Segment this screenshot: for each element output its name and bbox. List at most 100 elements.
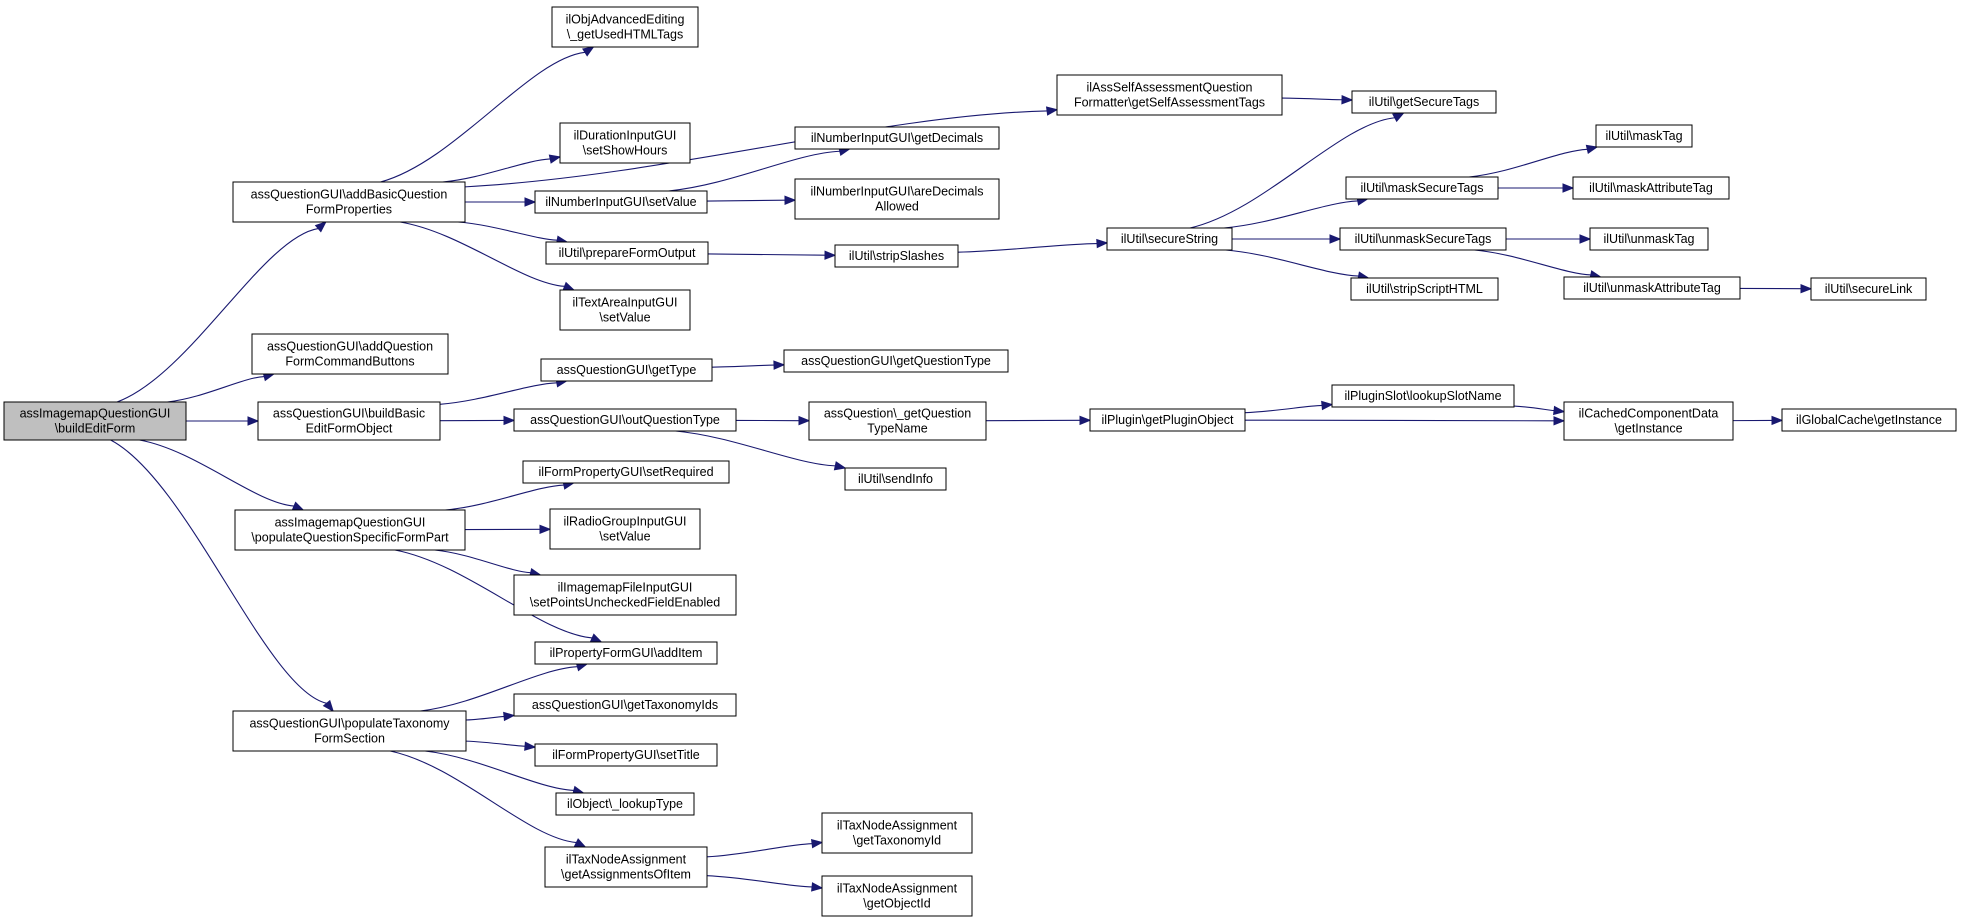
node-maskAttr[interactable]: ilUtil\maskAttributeTag	[1572, 176, 1730, 200]
edge-unmaskSecure-to-unmaskAttr	[1474, 249, 1602, 280]
node-unmaskSecure[interactable]: ilUtil\unmaskSecureTags	[1339, 227, 1507, 251]
node-taxIds[interactable]: assQuestionGUI\getTaxonomyIds	[513, 693, 737, 717]
node-getSecureTags[interactable]: ilUtil\getSecureTags	[1351, 90, 1497, 114]
node-label-line: ilPluginSlot\lookupSlotName	[1344, 389, 1501, 403]
edge-line	[1281, 97, 1343, 101]
node-objId[interactable]: ilTaxNodeAssignment\getObjectId	[821, 875, 973, 917]
node-lookupType[interactable]: ilObject\_lookupType	[555, 792, 695, 816]
node-addItem[interactable]: ilPropertyFormGUI\addItem	[534, 641, 718, 665]
node-radioSet[interactable]: ilRadioGroupInputGUI\setValue	[549, 508, 701, 550]
node-box	[545, 241, 709, 265]
node-popTax[interactable]: assQuestionGUI\populateTaxonomyFormSecti…	[232, 710, 467, 752]
node-box	[1331, 384, 1515, 408]
node-label-line: assQuestionGUI\populateTaxonomy	[249, 717, 450, 731]
node-box	[555, 792, 695, 816]
node-getType[interactable]: assQuestionGUI\getType	[540, 358, 713, 382]
edge-line	[442, 158, 551, 183]
edge-lookupSlot-to-cachedComp	[1513, 405, 1566, 416]
node-imagemapFile[interactable]: ilImagemapFileInputGUI\setPointsUnchecke…	[513, 574, 737, 616]
node-box	[1595, 124, 1693, 148]
node-outQType[interactable]: assQuestionGUI\outQuestionType	[513, 408, 737, 432]
edge-arrowhead	[247, 416, 260, 426]
node-getDecimals[interactable]: ilNumberInputGUI\getDecimals	[794, 126, 1000, 150]
edge-arrowhead	[810, 839, 824, 849]
edge-unmaskAttr-to-secureLink	[1739, 283, 1813, 294]
node-box	[232, 181, 466, 223]
node-box	[1563, 276, 1741, 300]
node-box	[1810, 277, 1927, 301]
node-taxId[interactable]: ilTaxNodeAssignment\getTaxonomyId	[821, 812, 973, 854]
node-label-line: ilTaxNodeAssignment	[837, 819, 958, 833]
node-box	[844, 467, 947, 491]
node-selfAssess[interactable]: ilAssSelfAssessmentQuestionFormatter\get…	[1056, 74, 1283, 116]
node-label-line: FormCommandButtons	[285, 355, 414, 369]
node-label-line: \setValue	[599, 311, 650, 325]
edge-arrowhead	[1553, 405, 1566, 416]
node-unmaskTag[interactable]: ilUtil\unmaskTag	[1589, 227, 1709, 251]
node-root[interactable]: assImagemapQuestionGUI\buildEditForm	[3, 401, 187, 441]
edge-qTypeName-to-pluginObj	[985, 415, 1092, 426]
node-textArea[interactable]: ilTextAreaInputGUI\setValue	[559, 289, 691, 331]
node-addBasic[interactable]: assQuestionGUI\addBasicQuestionFormPrope…	[232, 181, 466, 223]
edge-line	[706, 843, 813, 858]
node-box	[513, 693, 737, 717]
edge-line	[707, 253, 826, 256]
node-label-line: ilNumberInputGUI\areDecimals	[811, 185, 984, 199]
edge-unmaskSecure-to-unmaskTag	[1506, 234, 1592, 244]
node-cachedComp[interactable]: ilCachedComponentData\getInstance	[1563, 401, 1734, 441]
node-label-line: assImagemapQuestionGUI	[275, 516, 426, 530]
node-lookupSlot[interactable]: ilPluginSlot\lookupSlotName	[1331, 384, 1515, 408]
node-label-line: assQuestionGUI\outQuestionType	[530, 413, 720, 427]
edge-line	[420, 666, 578, 712]
edge-arrowhead	[1341, 94, 1354, 105]
node-pluginObj[interactable]: ilPlugin\getPluginObject	[1089, 408, 1246, 432]
node-secureString[interactable]: ilUtil\secureString	[1106, 227, 1233, 251]
edge-line	[116, 227, 319, 403]
node-usedHtml[interactable]: ilObjAdvancedEditing\_getUsedHTMLTags	[551, 6, 699, 48]
edge-line	[1225, 249, 1359, 277]
node-label-line: TypeName	[867, 422, 927, 436]
node-setTitle[interactable]: ilFormPropertyGUI\setTitle	[534, 743, 718, 767]
node-getQType[interactable]: assQuestionGUI\getQuestionType	[783, 349, 1009, 373]
node-box	[1339, 227, 1507, 251]
edge-maskSecure-to-maskTag	[1468, 144, 1599, 178]
node-label-line: ilUtil\maskTag	[1605, 129, 1682, 143]
node-label-line: ilDurationInputGUI	[574, 129, 677, 143]
node-label-line: ilPlugin\getPluginObject	[1101, 413, 1234, 427]
node-box	[540, 358, 713, 382]
node-box	[794, 126, 1000, 150]
edge-line	[1513, 405, 1555, 412]
edge-line	[1244, 404, 1323, 414]
node-showHours[interactable]: ilDurationInputGUI\setShowHours	[559, 122, 691, 164]
edge-buildBasic-to-outQType	[439, 415, 516, 426]
edge-line	[675, 430, 836, 467]
node-box	[1781, 408, 1957, 432]
node-label-line: assQuestionGUI\addBasicQuestion	[251, 188, 448, 202]
node-secureLink[interactable]: ilUtil\secureLink	[1810, 277, 1927, 301]
node-popSpecific[interactable]: assImagemapQuestionGUI\populateQuestionS…	[234, 509, 466, 551]
edge-arrowhead	[798, 415, 811, 426]
node-label-line: assQuestionGUI\getType	[557, 363, 697, 377]
node-unmaskAttr[interactable]: ilUtil\unmaskAttributeTag	[1563, 276, 1741, 300]
node-stripSlashes[interactable]: ilUtil\stripSlashes	[834, 244, 959, 268]
node-globalCache[interactable]: ilGlobalCache\getInstance	[1781, 408, 1957, 432]
node-stripScript[interactable]: ilUtil\stripScriptHTML	[1350, 277, 1499, 301]
node-box	[1089, 408, 1246, 432]
node-sendInfo[interactable]: ilUtil\sendInfo	[844, 467, 947, 491]
node-maskTag[interactable]: ilUtil\maskTag	[1595, 124, 1693, 148]
node-setRequired[interactable]: ilFormPropertyGUI\setRequired	[522, 460, 730, 484]
edge-popTax-to-taxIds	[465, 711, 516, 722]
node-prepareForm[interactable]: ilUtil\prepareFormOutput	[545, 241, 709, 265]
node-maskSecure[interactable]: ilUtil\maskSecureTags	[1345, 176, 1499, 200]
node-addCmdBtn[interactable]: assQuestionGUI\addQuestionFormCommandBut…	[251, 333, 449, 375]
edge-line	[711, 364, 775, 368]
node-label-line: assQuestionGUI\getQuestionType	[801, 354, 991, 368]
edge-popSpecific-to-addItem	[394, 549, 603, 643]
node-numSetValue[interactable]: ilNumberInputGUI\setValue	[534, 190, 708, 214]
edge-arrowhead	[314, 221, 327, 233]
node-assignItem[interactable]: ilTaxNodeAssignment\getAssignmentsOfItem	[544, 846, 708, 888]
edge-pluginObj-to-lookupSlot	[1244, 400, 1334, 414]
